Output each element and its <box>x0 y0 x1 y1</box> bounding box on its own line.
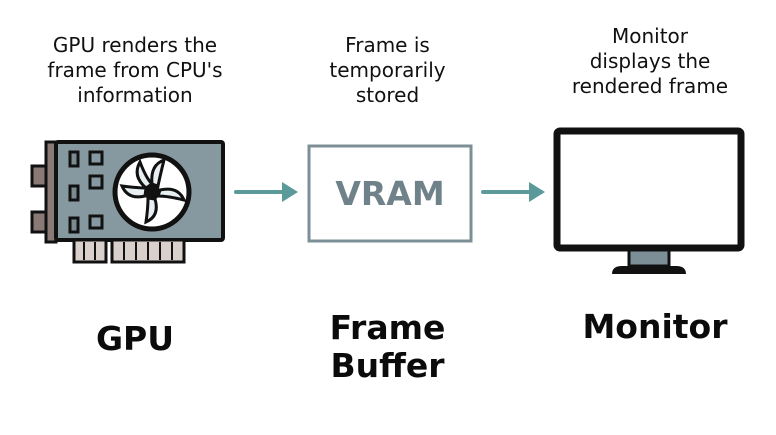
arrow-gpu-to-vram <box>234 182 298 202</box>
gpu-title: GPU <box>95 319 175 358</box>
monitor-icon <box>553 127 745 274</box>
vram-box: VRAM <box>307 144 473 243</box>
frame-buffer-caption: Frame is temporarily stored <box>329 33 446 107</box>
arrow-vram-to-monitor <box>481 182 545 202</box>
vram-label: VRAM <box>335 174 444 213</box>
frame-buffer-title: Frame Buffer <box>329 308 446 385</box>
monitor-caption: Monitor displays the rendered frame <box>571 24 729 98</box>
graphics-card-icon <box>30 140 225 264</box>
monitor-title: Monitor <box>582 307 728 346</box>
gpu-caption: GPU renders the frame from CPU's informa… <box>47 33 223 107</box>
fan-icon <box>112 152 192 232</box>
